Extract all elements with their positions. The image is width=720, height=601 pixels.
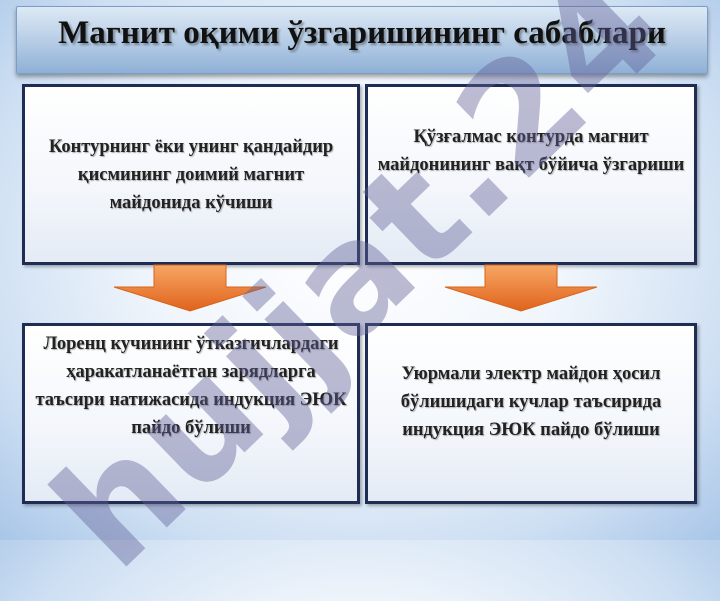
title-bar: Магнит оқими ўзгаришининг сабаблари <box>16 6 708 74</box>
cause-text-field-change: Қўзғалмас контурда магнит майдонининг ва… <box>377 127 685 175</box>
cause-text-contour-motion: Контурнинг ёки унинг қандайдир қисмининг… <box>48 136 334 213</box>
effect-text-vortex-field: Уюрмали электр майдон ҳосил бўлишидаги к… <box>400 364 662 440</box>
cause-box-contour-motion: Контурнинг ёки унинг қандайдир қисмининг… <box>22 84 360 265</box>
slide-title: Магнит оқими ўзгаришининг сабаблари <box>58 15 666 51</box>
effect-box-lorentz-force: Лоренц кучининг ўтказгичлардаги ҳаракатл… <box>22 323 360 504</box>
effect-box-vortex-field: Уюрмали электр майдон ҳосил бўлишидаги к… <box>365 323 697 504</box>
cause-box-field-change: Қўзғалмас контурда магнит майдонининг ва… <box>365 84 697 265</box>
down-arrow-icon <box>113 264 267 312</box>
effect-text-lorentz-force: Лоренц кучининг ўтказгичлардаги ҳаракатл… <box>35 334 347 438</box>
down-arrow-icon <box>444 264 598 312</box>
